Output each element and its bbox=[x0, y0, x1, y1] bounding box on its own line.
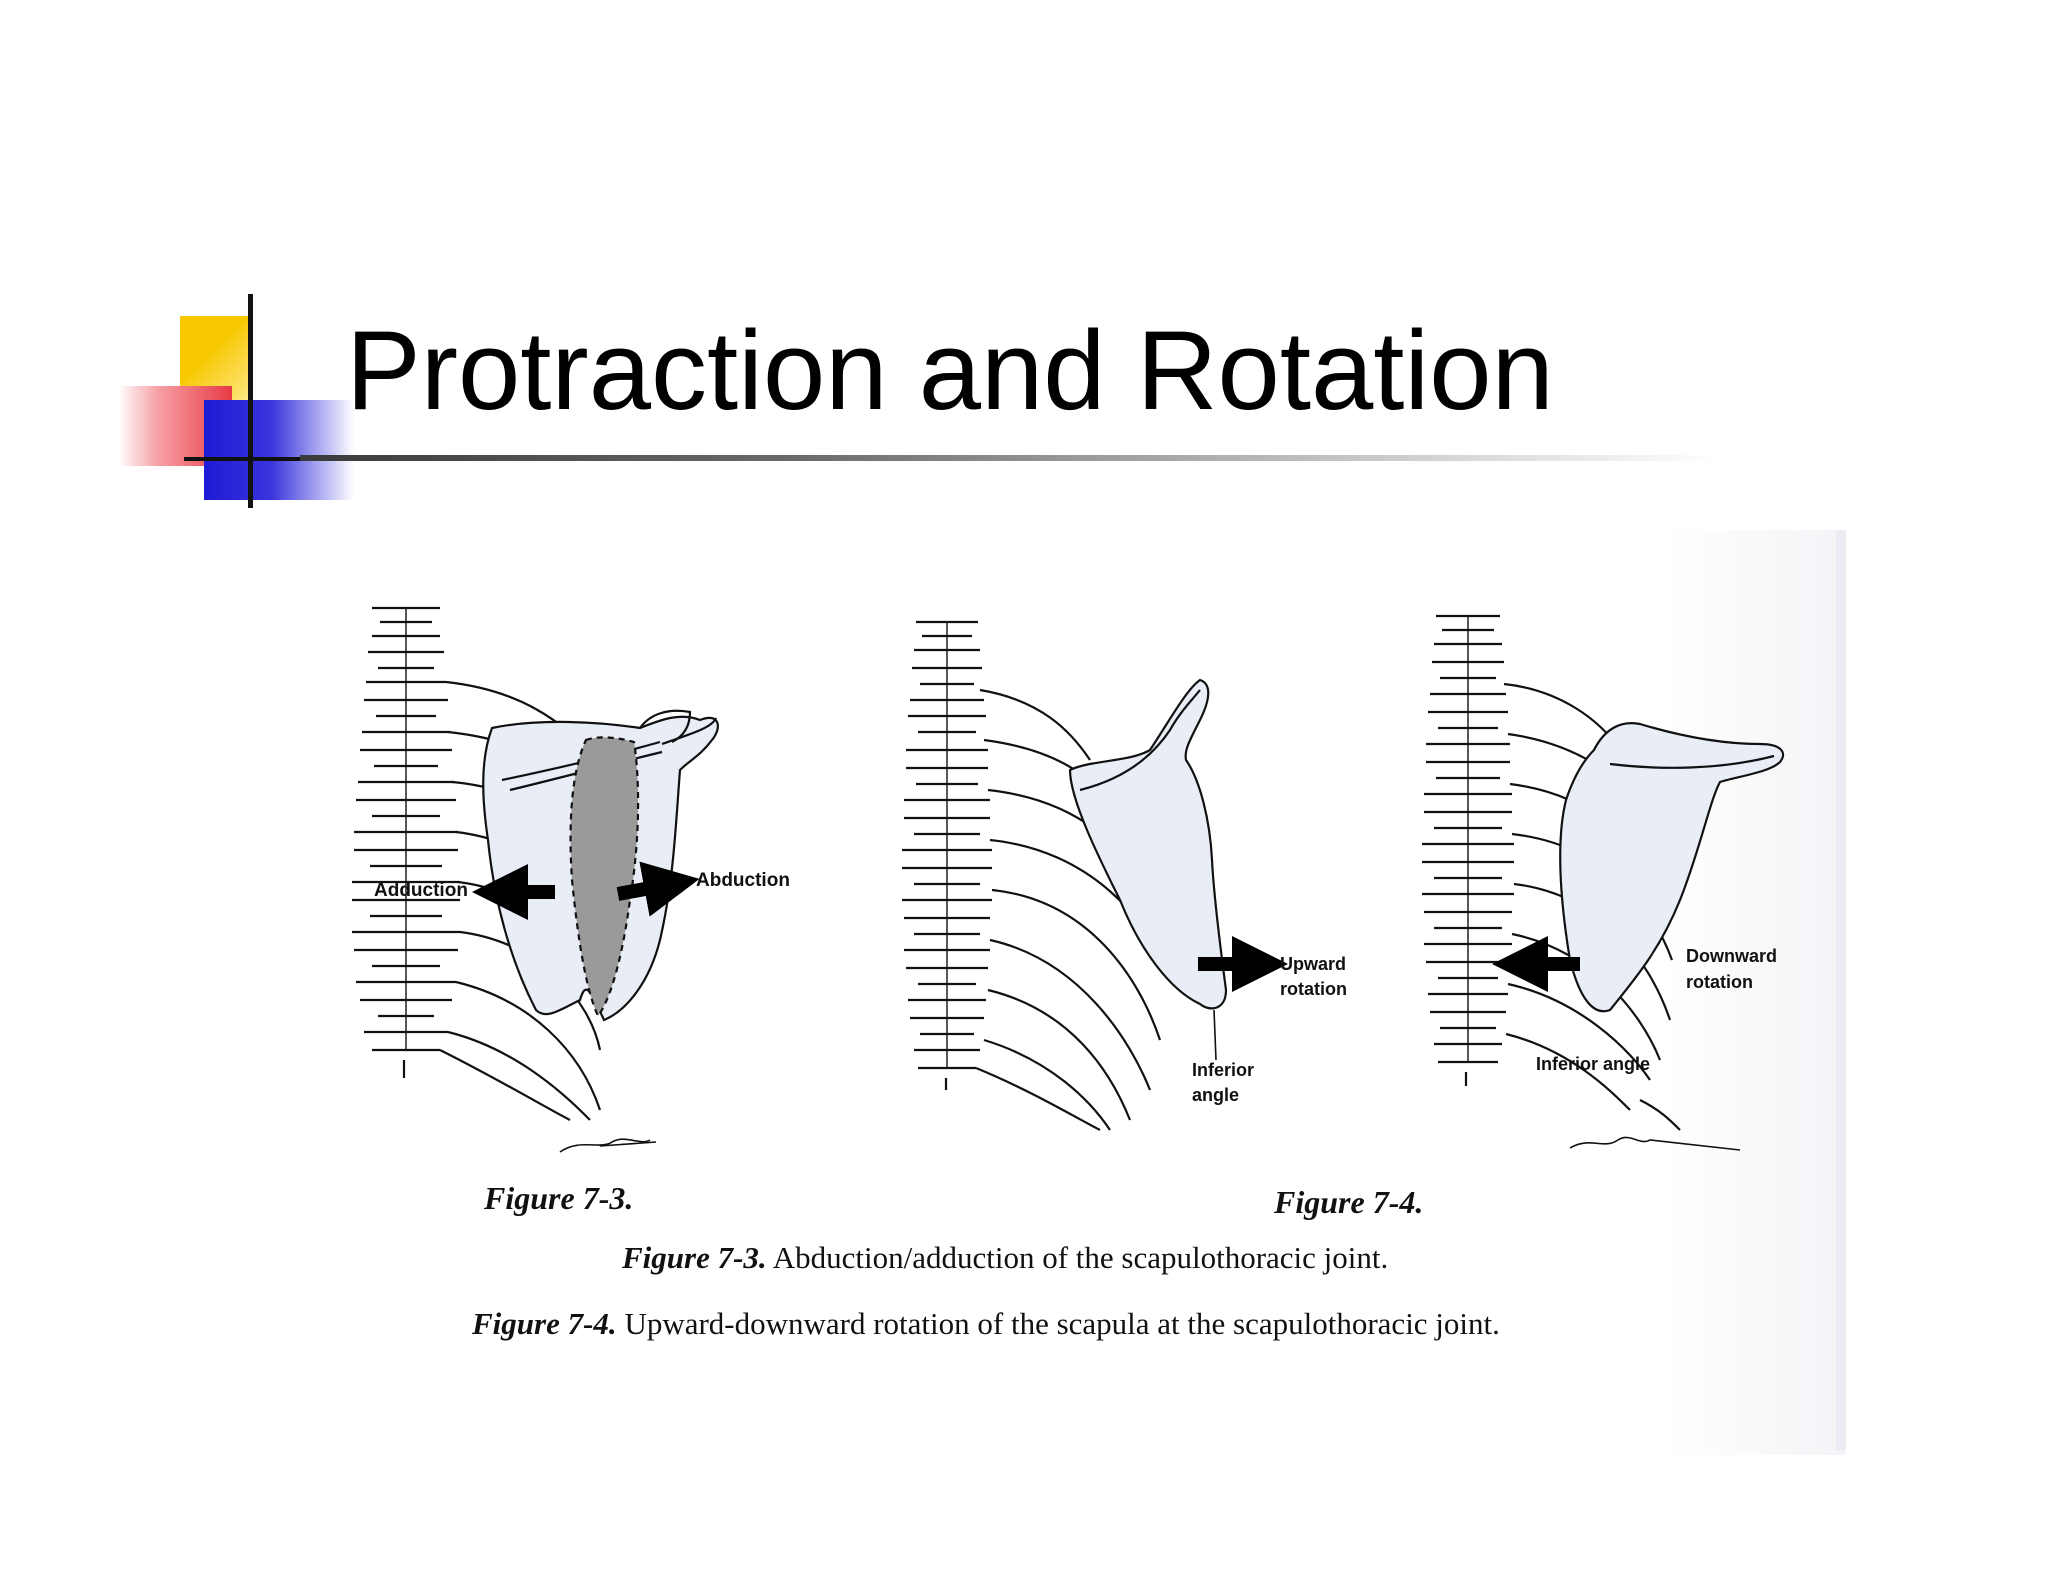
downward-label-line2: rotation bbox=[1686, 972, 1753, 992]
figure-7-4-upward-drawing bbox=[902, 620, 1288, 1131]
figure-7-3-label: Figure 7-3. bbox=[484, 1180, 634, 1216]
decor-blue-square bbox=[204, 400, 354, 500]
inferior-label-line1: Inferior bbox=[1192, 1060, 1254, 1080]
figure-7-4-downward-drawing bbox=[1422, 614, 1785, 1151]
spine-7-4-upward bbox=[902, 620, 992, 1090]
inferior-angle-label: Inferior angle bbox=[1536, 1054, 1650, 1074]
scapula-7-4-downward bbox=[1559, 722, 1785, 1013]
figure-7-3-drawing bbox=[352, 606, 719, 1153]
shaded-scapula-7-3 bbox=[569, 736, 640, 1019]
spine-7-3 bbox=[352, 606, 460, 1078]
adduction-label: Adduction bbox=[374, 880, 468, 901]
figure-7-4-label: Figure 7-4. bbox=[1274, 1184, 1424, 1220]
upward-label-line2: rotation bbox=[1280, 979, 1347, 999]
spine-7-4-downward bbox=[1422, 614, 1514, 1086]
downward-label-line1: Downward bbox=[1686, 946, 1777, 966]
scapula-7-4-upward bbox=[1068, 678, 1228, 1010]
caption-figure-7-4: Figure 7-4. Upward-downward rotation of … bbox=[472, 1306, 1500, 1341]
decor-horizontal-line bbox=[184, 457, 304, 461]
inferior-label-line2: angle bbox=[1192, 1085, 1239, 1105]
caption-figure-7-3: Figure 7-3. Abduction/adduction of the s… bbox=[622, 1240, 1389, 1275]
slide-title: Protraction and Rotation bbox=[346, 308, 1554, 433]
abduction-label: Abduction bbox=[696, 870, 790, 891]
decor-vertical-line bbox=[248, 294, 253, 508]
title-underline bbox=[300, 455, 1720, 461]
upward-label-line1: Upward bbox=[1280, 954, 1346, 974]
figure-panel-edge bbox=[1836, 530, 1846, 1450]
